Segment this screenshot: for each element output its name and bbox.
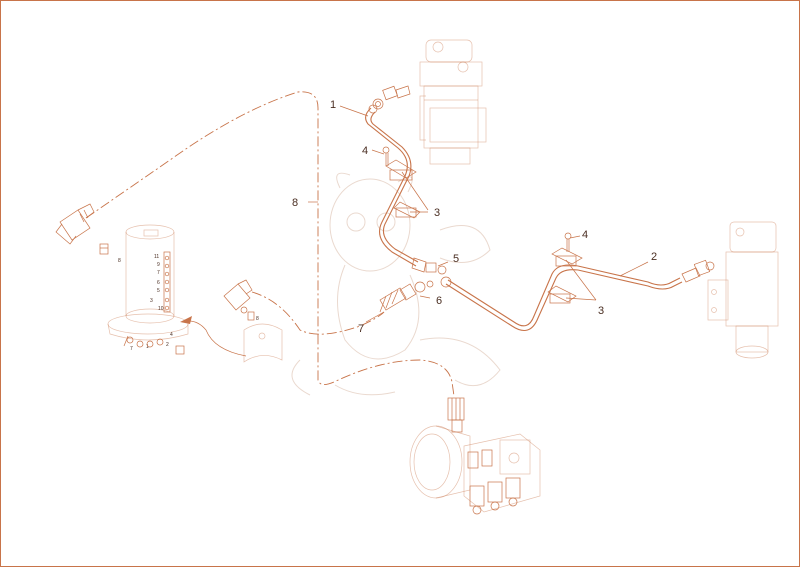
hose-7 bbox=[251, 291, 385, 335]
port-label: 2 bbox=[166, 342, 169, 348]
fitting-5 bbox=[411, 257, 447, 275]
callout-2: 2 bbox=[651, 251, 657, 263]
swivel-base-fittings bbox=[123, 335, 185, 355]
port-label: 7 bbox=[157, 270, 160, 276]
port-label: 8 bbox=[256, 316, 259, 322]
port-label: 6 bbox=[157, 280, 160, 286]
pipe-2 bbox=[440, 264, 683, 332]
mounting-panel bbox=[243, 323, 283, 363]
swivel-port-labels: 8 11 9 7 6 5 3 10 4 2 7 1 8 bbox=[118, 254, 259, 352]
callout-5: 5 bbox=[453, 253, 459, 265]
mascot-watermark-icon bbox=[291, 172, 501, 396]
callout-8: 8 bbox=[292, 197, 298, 209]
port-label: 8 bbox=[118, 258, 121, 264]
port-label: 9 bbox=[157, 262, 160, 268]
port-label: 7 bbox=[130, 346, 133, 352]
screw-4b bbox=[564, 232, 572, 252]
small-adapter-left bbox=[99, 243, 109, 255]
swivel-joint-icon bbox=[107, 224, 189, 341]
valve-block-icon bbox=[463, 433, 541, 515]
hose-8 bbox=[85, 91, 455, 397]
right-cylinder-icon bbox=[707, 221, 779, 359]
port-label: 11 bbox=[154, 254, 159, 260]
port-label: 1 bbox=[146, 344, 149, 350]
callout-1: 1 bbox=[330, 99, 336, 111]
left-elbow-fitting bbox=[55, 203, 95, 245]
callout-4b: 4 bbox=[582, 229, 588, 241]
callout-7: 7 bbox=[358, 323, 364, 335]
upper-fitting bbox=[372, 85, 411, 110]
port-label: 3 bbox=[150, 298, 153, 304]
right-fitting bbox=[681, 259, 715, 283]
callout-4a: 4 bbox=[362, 145, 368, 157]
fitting-6 bbox=[379, 280, 434, 313]
callout-3a: 3 bbox=[434, 207, 440, 219]
callout-3b: 3 bbox=[598, 305, 604, 317]
port-label: 4 bbox=[170, 332, 173, 338]
reference-arrow-line bbox=[181, 320, 247, 357]
callout-leaders bbox=[308, 105, 649, 323]
reference-arrow-head bbox=[180, 316, 192, 324]
clamp-lower bbox=[547, 247, 583, 304]
pipe-1 bbox=[365, 104, 419, 267]
callout-6: 6 bbox=[436, 295, 442, 307]
cylinder-icon bbox=[419, 39, 487, 165]
hydraulic-motor-icon bbox=[409, 397, 471, 499]
port-label: 5 bbox=[157, 288, 160, 294]
middle-elbow-fitting bbox=[223, 279, 255, 321]
port-label: 10 bbox=[158, 306, 164, 312]
screw-4a bbox=[382, 146, 390, 166]
